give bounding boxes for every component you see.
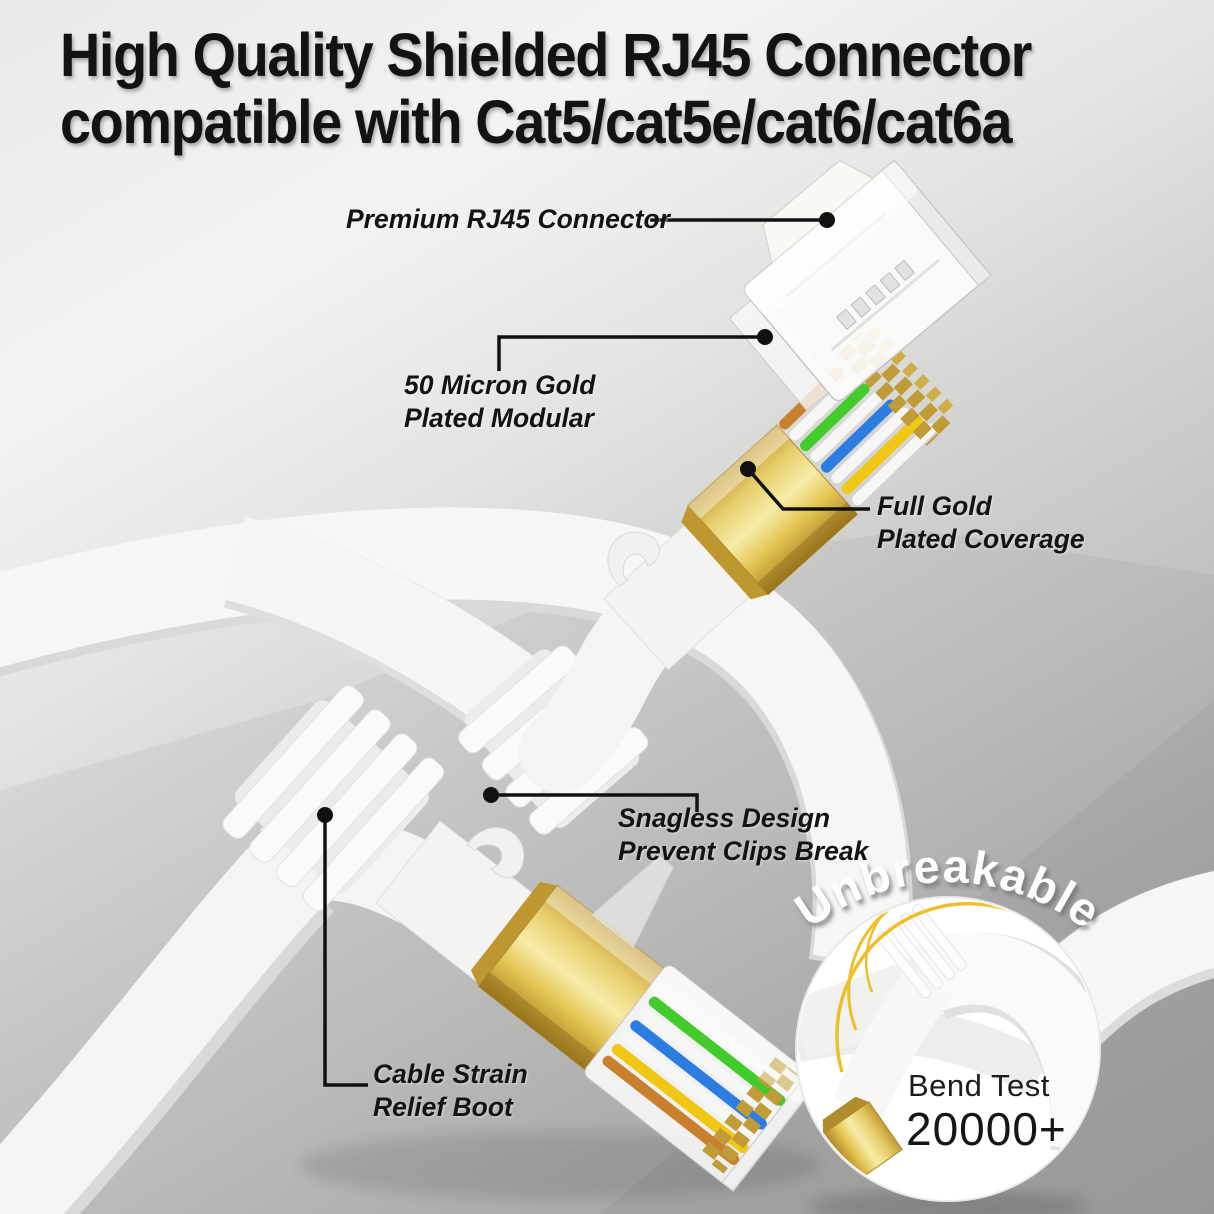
lower-clear-clip [590,855,675,949]
lower-snagless-curl [466,827,524,878]
callout-gold-coverage: Full Gold Plated Coverage [877,491,1085,554]
leader-snagless [491,793,699,812]
lower-clear-connector [584,965,821,1193]
title-line-1: High Quality Shielded RJ45 Connector [60,21,1032,89]
upper-gold-shield [681,424,859,600]
upper-connector-assembly [458,159,992,835]
rj45-clear-connector [728,159,992,411]
leader-strain-relief [323,815,368,1087]
page-title: High Quality Shielded RJ45 Connector com… [60,21,1032,156]
title-line-2: compatible with Cat5/cat5e/cat6/cat6a [60,88,1013,156]
callout-leader-lines [317,212,870,1087]
lower-connector-assembly [222,685,821,1199]
leader-gold-modular [497,335,763,371]
bend-test-value: 20000+ [906,1103,1067,1155]
callout-premium-rj45: Premium RJ45 Connector [346,204,670,234]
callout-gold-modular: 50 Micron Gold Plated Modular [404,370,596,433]
lower-gold-shield [470,855,675,1071]
callout-snagless: Snagless Design Prevent Clips Break [618,803,869,866]
leader-gold-coverage [746,467,870,511]
bent-cable-boot [876,903,967,999]
upper-snagless-curl [607,531,661,588]
bend-test-title: Bend Test [908,1068,1050,1103]
lower-strain-relief-boot [222,685,445,912]
callout-strain-relief: Cable Strain Relief Boot [373,1059,528,1122]
upper-elbow [519,579,693,793]
cable-ribbon-to-upper-boot [223,516,549,742]
